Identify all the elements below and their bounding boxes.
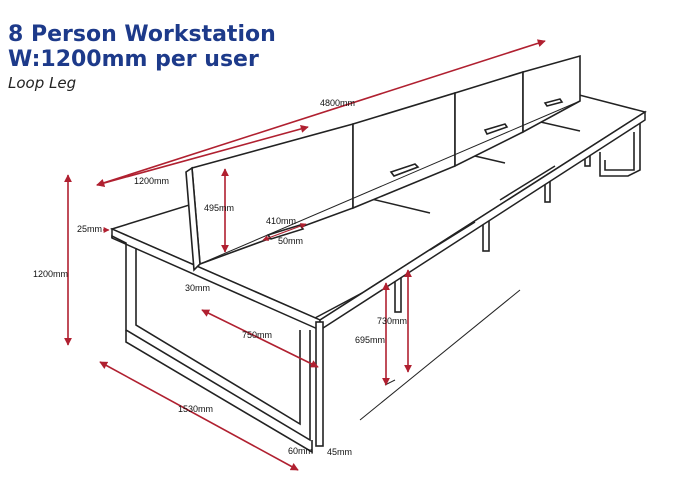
title-block: 8 Person Workstation W:1200mm per user L… [8,22,276,93]
label-user-width: 1200mm [134,176,169,186]
desk-seam [314,292,363,319]
dim-arrow-overall-depth [99,361,299,471]
cable-port [543,98,564,107]
title-line-2: W:1200mm per user [8,47,259,72]
label-screen-height: 495mm [204,203,234,213]
label-desk-depth: 750mm [242,330,272,340]
label-screen-thickness: 25mm [77,224,102,234]
label-leg-width: 60mm [288,446,313,456]
title-line-1: 8 Person Workstation [8,22,276,47]
dimension-arrows [64,39,546,471]
dim-arrow-desk-depth [201,309,319,368]
label-overall-length: 4800mm [320,98,355,108]
subtitle-loop-leg: Loop Leg [8,74,77,92]
label-leg-depth: 45mm [327,447,352,457]
dim-arrow-user-width [96,125,309,187]
desk-seam [429,221,476,251]
dim-arrow-port-length [262,223,307,241]
right-end-loop-leg [599,116,641,177]
label-screen-gap: 30mm [185,283,210,293]
front-leg-post [315,321,324,447]
label-overall-depth: 1530mm [178,404,213,414]
label-desk-height: 730mm [377,316,407,326]
label-port-width: 50mm [278,236,303,246]
label-knee-clearance: 695mm [355,335,385,345]
label-overall-height: 1200mm [33,269,68,279]
dimension-labels: 4800mm 1200mm 495mm 25mm 410mm 50mm 1200… [33,98,407,457]
front-leg-outer [111,234,311,442]
label-port-length: 410mm [266,216,296,226]
floor-reference-line [359,289,521,421]
